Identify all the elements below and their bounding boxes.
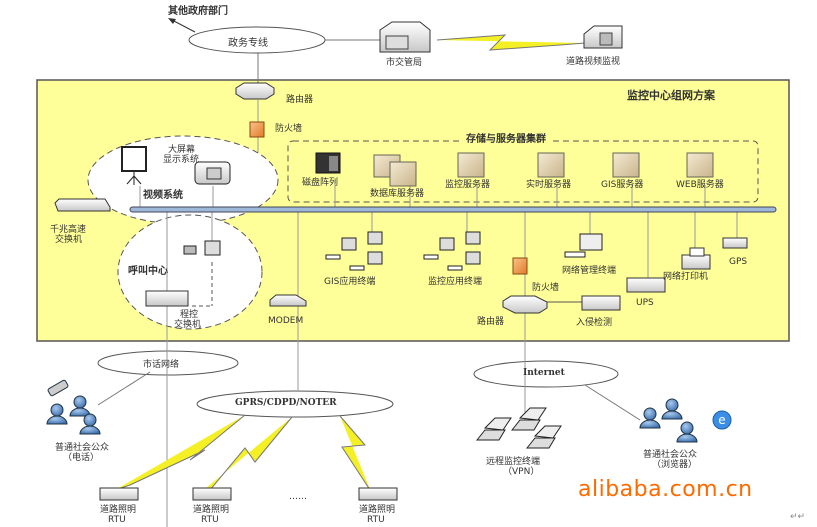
watermark: alibaba.com.cn xyxy=(578,477,753,502)
projector-screen-icon xyxy=(121,146,147,185)
gprs-cloud xyxy=(196,390,394,418)
municipal-bureau-label: 市交管局 xyxy=(386,58,423,68)
database-server-icon xyxy=(373,154,417,187)
other-departments-label: 其他政府部门 xyxy=(168,6,228,17)
realtime-server-label: 实时服务器 xyxy=(526,180,572,190)
building-icon xyxy=(379,21,431,53)
internet-label: Internet xyxy=(523,368,565,378)
firewall2-label: 防火墙 xyxy=(532,283,560,293)
road-video-label: 道路视频监视 xyxy=(566,57,621,67)
ellipsis-label: …… xyxy=(289,492,307,502)
nms-terminal-label: 网络管理终端 xyxy=(562,266,617,276)
rtu-label: 道路照明 xyxy=(100,505,137,515)
vpn-terminal-label-1: 远程监控终端 xyxy=(486,457,541,467)
rtu-label-sub: RTU xyxy=(201,515,219,525)
pbx-label-1: 程控 xyxy=(180,310,199,320)
printer-label: 网络打印机 xyxy=(663,272,709,282)
disk-array-icon xyxy=(315,152,341,174)
public-phone-users-icon xyxy=(46,379,101,435)
monitor-terminal-icon xyxy=(423,231,481,271)
router-icon xyxy=(235,82,275,100)
rtu-icon xyxy=(192,487,232,501)
router2-label: 路由器 xyxy=(477,317,505,327)
public-phone-label-1: 普通社会公众 xyxy=(55,443,110,453)
big-screen-label-1: 大屏幕 xyxy=(168,145,196,155)
firewall-label: 防火墙 xyxy=(275,124,303,134)
rtu-label: 道路照明 xyxy=(193,505,230,515)
ids-icon xyxy=(581,295,621,311)
pbx-label-2: 交换机 xyxy=(174,320,202,330)
svg-text:e: e xyxy=(718,413,725,427)
rtu-icon xyxy=(99,487,139,501)
browser-icon: e xyxy=(712,410,732,430)
rtu-label-sub: RTU xyxy=(367,515,385,525)
printer-icon xyxy=(681,247,711,270)
backbone-bus xyxy=(129,206,777,213)
phone-computer-icon xyxy=(183,240,221,256)
diagram-title: 监控中心组网方案 xyxy=(627,89,715,102)
ups-icon xyxy=(626,277,666,293)
camera-icon xyxy=(194,161,231,185)
web-server-icon xyxy=(686,152,714,178)
public-browser-label-1: 普通社会公众 xyxy=(643,450,698,460)
vpn-terminal-label-2: （VPN） xyxy=(503,467,540,477)
switch-icon xyxy=(54,198,111,212)
public-browser-users-icon xyxy=(639,398,698,443)
gis-terminal-label: GIS应用终端 xyxy=(324,277,376,287)
gis-server-icon xyxy=(612,152,640,178)
public-phone-label-2: （电话） xyxy=(63,453,100,463)
firewall-icon xyxy=(512,257,528,275)
disk-array-label: 磁盘阵列 xyxy=(302,178,339,188)
realtime-server-icon xyxy=(537,152,565,178)
gps-icon xyxy=(722,237,748,249)
wireless-link-top xyxy=(436,34,586,51)
public-browser-label-2: （浏览器） xyxy=(652,460,698,470)
firewall-icon xyxy=(249,121,265,138)
rtu-icon xyxy=(358,487,398,501)
web-server-label: WEB服务器 xyxy=(676,180,724,190)
gps-label: GPS xyxy=(729,257,748,267)
server-cluster-label: 存储与服务器集群 xyxy=(463,134,549,145)
ids-label: 入侵检测 xyxy=(576,318,613,328)
nms-terminal-icon xyxy=(564,233,603,258)
gprs-label: GPRS/CDPD/NOTER xyxy=(235,398,337,408)
router-icon xyxy=(502,295,548,314)
rtu-label-sub: RTU xyxy=(108,515,126,525)
router-label: 路由器 xyxy=(286,95,314,105)
video-camera-icon xyxy=(583,25,623,49)
rtu-label: 道路照明 xyxy=(359,505,396,515)
switch-label-1: 千兆高速 xyxy=(50,225,87,235)
phone-network-cloud xyxy=(97,350,239,376)
modem-label: MODEM xyxy=(268,316,304,326)
modem-icon xyxy=(269,294,307,307)
paragraph-mark: ↵↵ xyxy=(790,512,806,522)
gov-line-label: 政务专线 xyxy=(228,38,268,49)
switch-label-2: 交换机 xyxy=(55,235,83,245)
monitor-server-label: 监控服务器 xyxy=(445,180,491,190)
phone-network-label: 市话网络 xyxy=(143,360,180,370)
database-server-label: 数据库服务器 xyxy=(370,189,425,199)
internet-cloud xyxy=(473,360,619,388)
monitor-terminal-label: 监控应用终端 xyxy=(428,277,483,287)
big-screen-label-2: 显示系统 xyxy=(163,155,200,165)
call-center-label: 呼叫中心 xyxy=(128,266,168,277)
ups-label: UPS xyxy=(636,298,654,308)
gis-server-label: GIS服务器 xyxy=(601,180,644,190)
monitor-server-icon xyxy=(457,152,485,178)
pbx-icon xyxy=(145,290,189,307)
laptop-icon xyxy=(475,407,562,449)
video-system-label: 视频系统 xyxy=(143,190,183,201)
gis-terminal-icon xyxy=(325,231,383,271)
gov-line-cloud xyxy=(188,26,326,54)
